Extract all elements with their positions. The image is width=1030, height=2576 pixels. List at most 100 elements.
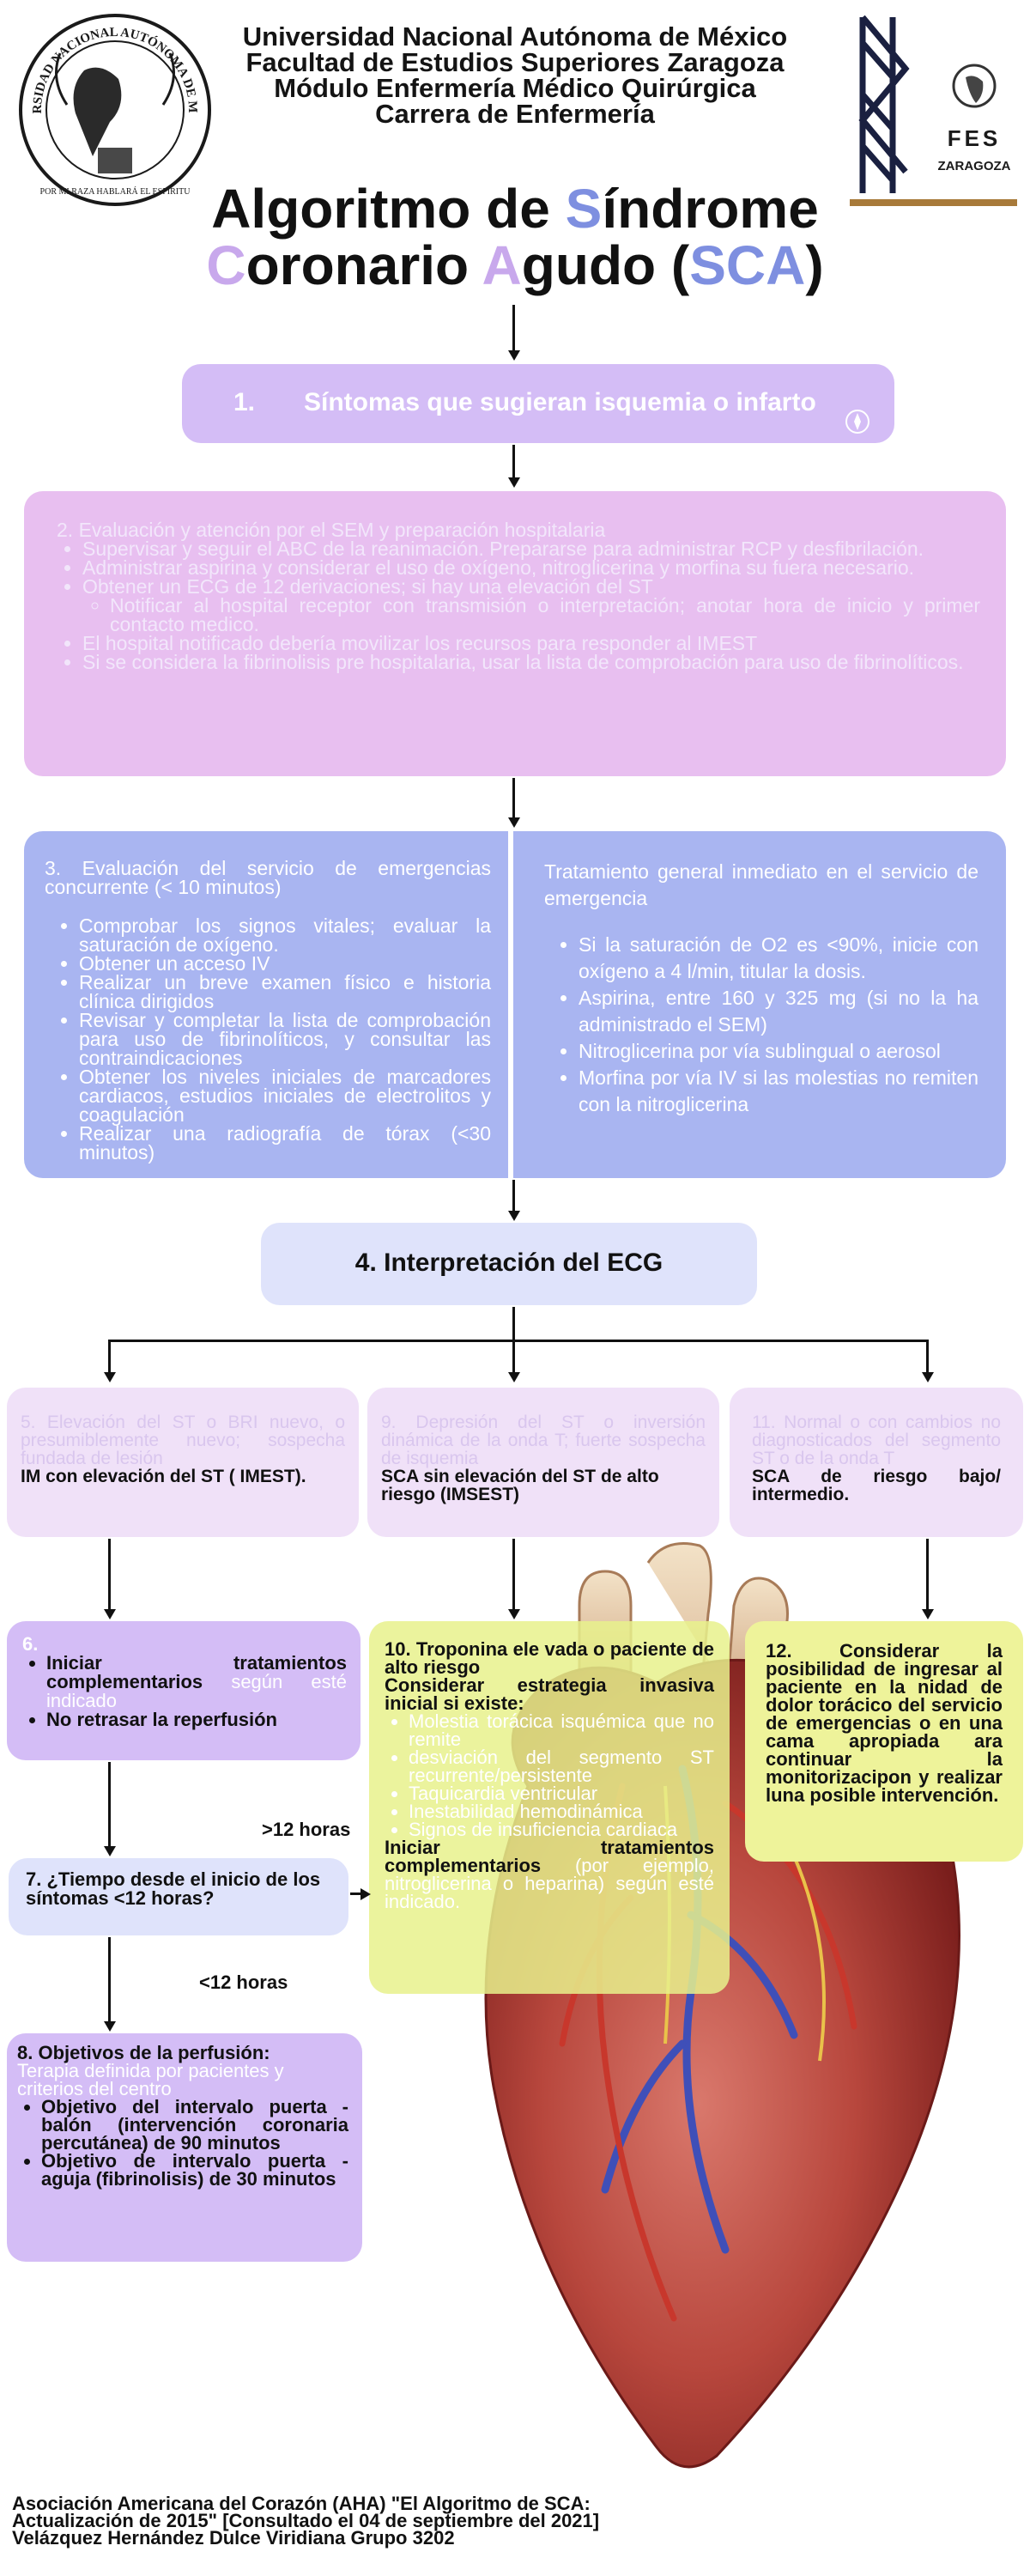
step-10-list: Molestia torácica isquémica que no remit…: [385, 1712, 714, 1839]
step-3-heading: 3. Evaluación del servicio de emergencia…: [45, 857, 491, 898]
list-item: Objetivo de intervalo puerta - aguja (fi…: [41, 2152, 348, 2189]
connector-line: [108, 1762, 111, 1848]
step-4-box: 4. Interpretación del ECG: [261, 1223, 757, 1305]
step-9-bold: SCA sin elevación del ST de alto riesgo …: [381, 1467, 659, 1504]
connector-line: [926, 1539, 929, 1611]
step-6-list: Iniciar tratamientos complementarios seg…: [22, 1654, 347, 1729]
arrow-down-icon: [922, 1372, 934, 1382]
list-item: Morfina por vía IV si las molestias no r…: [579, 1065, 978, 1118]
step-8-heading: 8. Objetivos de la perfusión:: [17, 2042, 270, 2063]
arrow-down-icon: [104, 2021, 116, 2032]
step-1-box: 1. Síntomas que sugieran isquemia o infa…: [182, 364, 894, 443]
list-item: Si la saturación de O2 es <90%, inicie c…: [579, 932, 978, 985]
arrow-down-icon: [508, 817, 520, 828]
arrow-down-icon: [508, 477, 520, 488]
step-10-line-2: Considerar estrategia invasiva inicial s…: [385, 1674, 714, 1714]
list-item: Comprobar los signos vitales; evaluar la…: [79, 916, 491, 955]
divider: [508, 831, 513, 1178]
step-11-box: 11. Normal o con cambios no diagnosticad…: [730, 1388, 1023, 1537]
fes-gold-bar: [850, 199, 1017, 206]
step-11-light: 11. Normal o con cambios no diagnosticad…: [752, 1413, 1001, 1468]
step-10-box: 10. Troponina ele vada o paciente de alt…: [369, 1621, 730, 1994]
header-line-3: Módulo Enfermería Médico Quirúrgica: [274, 73, 756, 103]
gt12-label: >12 horas: [262, 1819, 351, 1840]
step-7-text: 7. ¿Tiempo desde el inicio de los síntom…: [26, 1868, 321, 1909]
fes-sublabel: ZARAGOZA: [938, 159, 1011, 173]
step-1-text: Síntomas que sugieran isquemia o infarto: [304, 388, 816, 416]
treatment-list: Si la saturación de O2 es <90%, inicie c…: [544, 932, 978, 1118]
step-11-bold: SCA de riesgo bajo/ intermedio.: [752, 1467, 1001, 1504]
arrow-right-icon: [360, 1888, 371, 1900]
step-2-box: 2. Evaluación y atención por el SEM y pr…: [24, 491, 1006, 776]
step-9-light: 9. Depresión del ST o inversión dinámica…: [381, 1413, 706, 1468]
list-item: Revisar y completar la lista de comproba…: [79, 1011, 491, 1068]
step-3-list: Comprobar los signos vitales; evaluar la…: [45, 916, 491, 1163]
connector-line: [512, 778, 515, 819]
list-item: Realizar un breve examen físico e histor…: [79, 973, 491, 1012]
connector-line: [108, 1340, 111, 1374]
step-5-bold: IM con elevación del ST ( IMEST).: [21, 1467, 306, 1486]
connector-line: [512, 445, 515, 479]
list-item: Inestabilidad hemodinámica: [409, 1802, 714, 1821]
step-5-box: 5. Elevación del ST o BRI nuevo, o presu…: [7, 1388, 359, 1537]
step-12-box: 12. Considerar la posibilidad de ingresa…: [745, 1621, 1023, 1862]
list-item: Supervisar y seguir el ABC de la reanima…: [82, 539, 980, 559]
list-item: Notificar al hospital receptor con trans…: [110, 596, 980, 635]
step-10-final: Iniciar tratamientos complementarios (po…: [385, 1837, 714, 1912]
list-item: Obtener un acceso IV: [79, 954, 491, 974]
connector-line: [512, 1180, 515, 1212]
treatment-heading: Tratamiento general inmediato en el serv…: [544, 860, 978, 909]
step-10-line-1: 10. Troponina ele vada o paciente de alt…: [385, 1638, 714, 1678]
step-6-number: 6.: [22, 1633, 39, 1655]
list-item: Molestia torácica isquémica que no remit…: [409, 1712, 714, 1749]
list-item: Objetivo del intervalo puerta - balón (i…: [41, 2098, 348, 2153]
step-4-text: 4. Interpretación del ECG: [354, 1249, 663, 1277]
connector-line: [926, 1340, 929, 1374]
arrow-down-icon: [508, 350, 520, 361]
list-item: desviación del segmento ST recurrente/pe…: [409, 1748, 714, 1785]
step-7-box: 7. ¿Tiempo desde el inicio de los síntom…: [9, 1858, 348, 1935]
step-5-light: 5. Elevación del ST o BRI nuevo, o presu…: [21, 1413, 345, 1468]
arrow-down-icon: [104, 1846, 116, 1856]
list-item: Si se considera la fibrinolisis pre hosp…: [82, 653, 980, 672]
step-8-box: 8. Objetivos de la perfusión: Terapia de…: [7, 2033, 362, 2262]
list-item: El hospital notificado debería movilizar…: [82, 634, 980, 653]
arrow-down-icon: [508, 1372, 520, 1382]
list-item: Realizar una radiografía de tórax (<30 m…: [79, 1124, 491, 1163]
seal-motto: POR MI RAZA HABLARÁ EL ESPÍRITU: [40, 186, 191, 197]
step-2-heading: 2. Evaluación y atención por el SEM y pr…: [57, 519, 606, 541]
footer-line-1: Asociación Americana del Corazón (AHA) "…: [12, 2493, 600, 2531]
list-item: Administrar aspirina y considerar el uso…: [82, 558, 980, 578]
list-item: Obtener un ECG de 12 derivaciones; si ha…: [82, 577, 980, 635]
arrow-down-icon: [508, 1211, 520, 1221]
list-item: No retrasar la reperfusión: [46, 1710, 347, 1729]
list-item: Signos de insuficiencia cardiaca: [409, 1820, 714, 1839]
map-shape-icon: [73, 67, 122, 156]
unam-mini-seal-icon: [952, 64, 997, 108]
step-1-number: 1.: [233, 388, 256, 416]
footer-citation: Asociación Americana del Corazón (AHA) "…: [12, 2493, 716, 2549]
fes-zaragoza-logo: FES ZARAGOZA: [858, 15, 1011, 193]
connector-line: [512, 1307, 515, 1341]
header-line-4: Carrera de Enfermería: [375, 99, 655, 129]
step-2-list: Supervisar y seguir el ABC de la reanima…: [57, 539, 980, 672]
header-line-2: Facultad de Estudios Superiores Zaragoza: [245, 47, 785, 77]
step-12-text: 12. Considerar la posibilidad de ingresa…: [766, 1640, 1003, 1806]
arrow-down-icon: [104, 1372, 116, 1382]
unam-seal-logo: UNIVERSIDAD NACIONAL AUTÓNOMA DE MÉXICO …: [15, 10, 211, 206]
list-item: Iniciar tratamientos complementarios seg…: [46, 1654, 347, 1710]
connector-line: [108, 1539, 111, 1611]
arrow-down-icon: [508, 1609, 520, 1619]
step-8-sub: Terapia definida por pacientes y criteri…: [17, 2060, 284, 2099]
step-3-container: [24, 831, 1006, 1178]
header-line-1: Universidad Nacional Autónoma de México: [242, 21, 788, 52]
connector-line: [512, 1340, 515, 1374]
treatment-box: Tratamiento general inmediato en el serv…: [544, 859, 978, 1138]
connector-line: [512, 1539, 515, 1611]
footer-line-2: Velázquez Hernández Dulce Viridiana Grup…: [12, 2527, 455, 2549]
connector-line: [512, 305, 515, 352]
arrow-down-icon: [104, 1609, 116, 1619]
arrow-down-icon: [922, 1609, 934, 1619]
fes-label: FES: [948, 125, 1002, 151]
step-9-box: 9. Depresión del ST o inversión dinámica…: [367, 1388, 719, 1537]
